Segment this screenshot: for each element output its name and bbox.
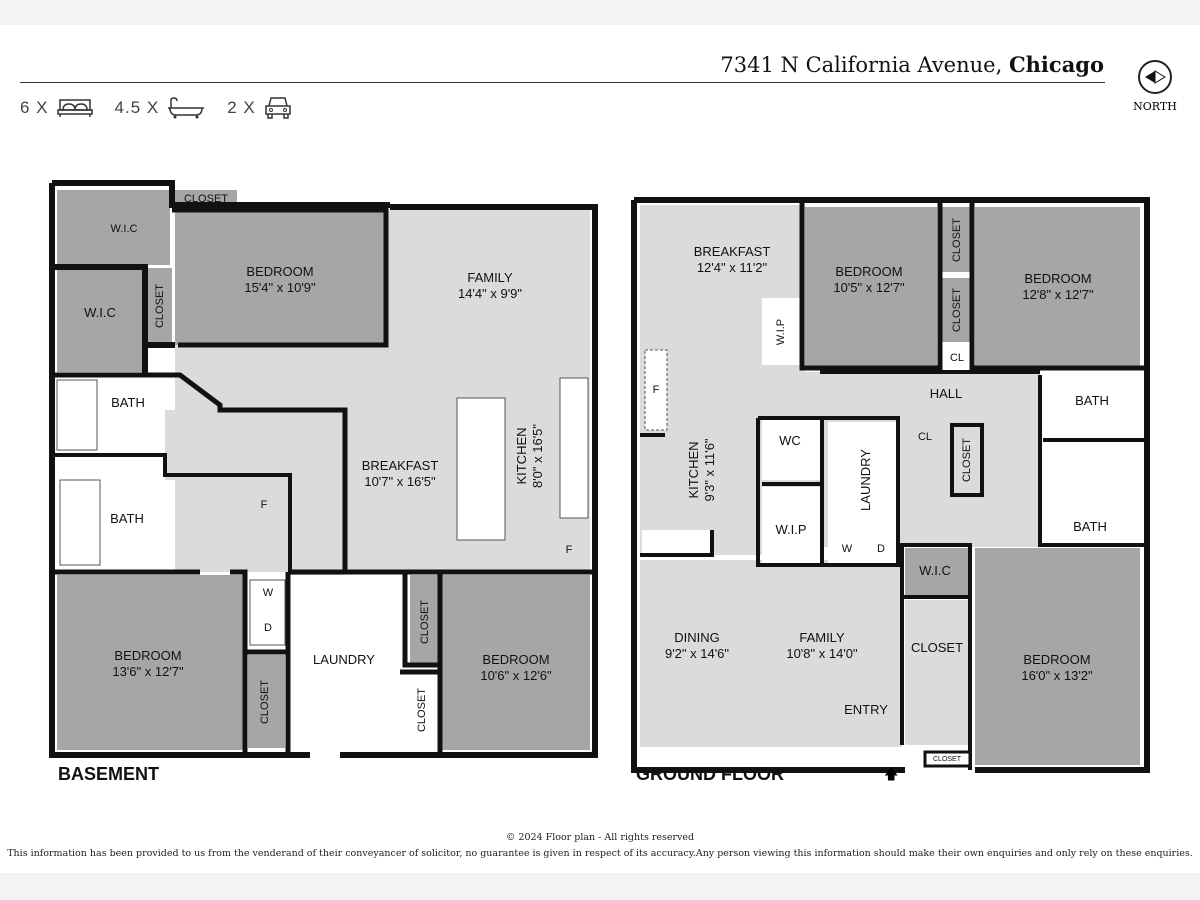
floor-title-ground: GROUND FLOOR xyxy=(636,764,784,784)
copyright: © 2024 Floor plan - All rights reserved xyxy=(505,832,695,843)
washer-label: W xyxy=(262,587,274,599)
ground-floor-plan xyxy=(631,197,1150,773)
room-label: CLOSET xyxy=(932,756,962,763)
north-label: NORTH xyxy=(1133,100,1177,113)
room-label: CLOSET xyxy=(961,437,973,483)
room-label: WC xyxy=(779,433,801,448)
dryer-label: D xyxy=(877,543,885,555)
entry-arrow-icon: 🡅 xyxy=(884,766,899,782)
property-address: 7341 N California Avenue, Chicago xyxy=(720,52,1104,77)
room-label: BATH xyxy=(111,395,145,410)
room-label: W.I.P xyxy=(775,522,807,537)
bathroom-count: 4.5 X xyxy=(115,97,206,119)
north-compass: NORTH xyxy=(1130,60,1180,113)
room-label: CLOSET xyxy=(416,687,428,733)
room-label: W.I.C xyxy=(84,305,116,320)
parking-count: 2 X xyxy=(227,96,292,120)
room-label: W.I.P xyxy=(775,318,787,346)
property-stats: 6 X 4.5 X 2 X xyxy=(20,96,292,120)
room-label: CL xyxy=(949,352,965,364)
room-label: W.I.C xyxy=(110,223,138,235)
room-label: CLOSET xyxy=(419,599,431,645)
disclaimer: This information has been provided to us… xyxy=(7,848,1193,859)
room-label: BATH xyxy=(110,511,144,526)
fridge-label: F xyxy=(565,544,573,556)
room-label: ENTRY xyxy=(844,702,888,717)
bed-icon xyxy=(56,99,93,117)
room-label: LAUNDRY xyxy=(313,652,375,667)
room-label: CLOSET xyxy=(154,283,166,329)
room-label: CLOSET xyxy=(951,287,963,333)
room-label: CL xyxy=(917,431,933,443)
header-divider xyxy=(20,82,1105,83)
bedroom-count: 6 X xyxy=(20,98,93,118)
fridge-label: F xyxy=(652,384,660,396)
compass-arrow-icon xyxy=(1138,60,1172,94)
room-label: CLOSET xyxy=(910,640,964,655)
room-label: CLOSET xyxy=(259,679,271,725)
floor-title-basement: BASEMENT xyxy=(58,764,160,784)
washer-label: W xyxy=(841,543,853,555)
room-label: LAUNDRY xyxy=(858,449,873,511)
room-label: BATH xyxy=(1075,393,1109,408)
car-icon xyxy=(265,97,291,119)
dryer-label: D xyxy=(264,622,272,634)
room-label: W.I.C xyxy=(919,563,951,578)
room-label: CLOSET xyxy=(183,193,229,205)
room-label: HALL xyxy=(929,386,963,401)
room-label: CLOSET xyxy=(951,217,963,263)
fridge-label: F xyxy=(260,499,268,511)
room-label: BATH xyxy=(1073,519,1107,534)
basement-plan xyxy=(49,180,598,758)
bathtub-icon xyxy=(168,97,205,119)
